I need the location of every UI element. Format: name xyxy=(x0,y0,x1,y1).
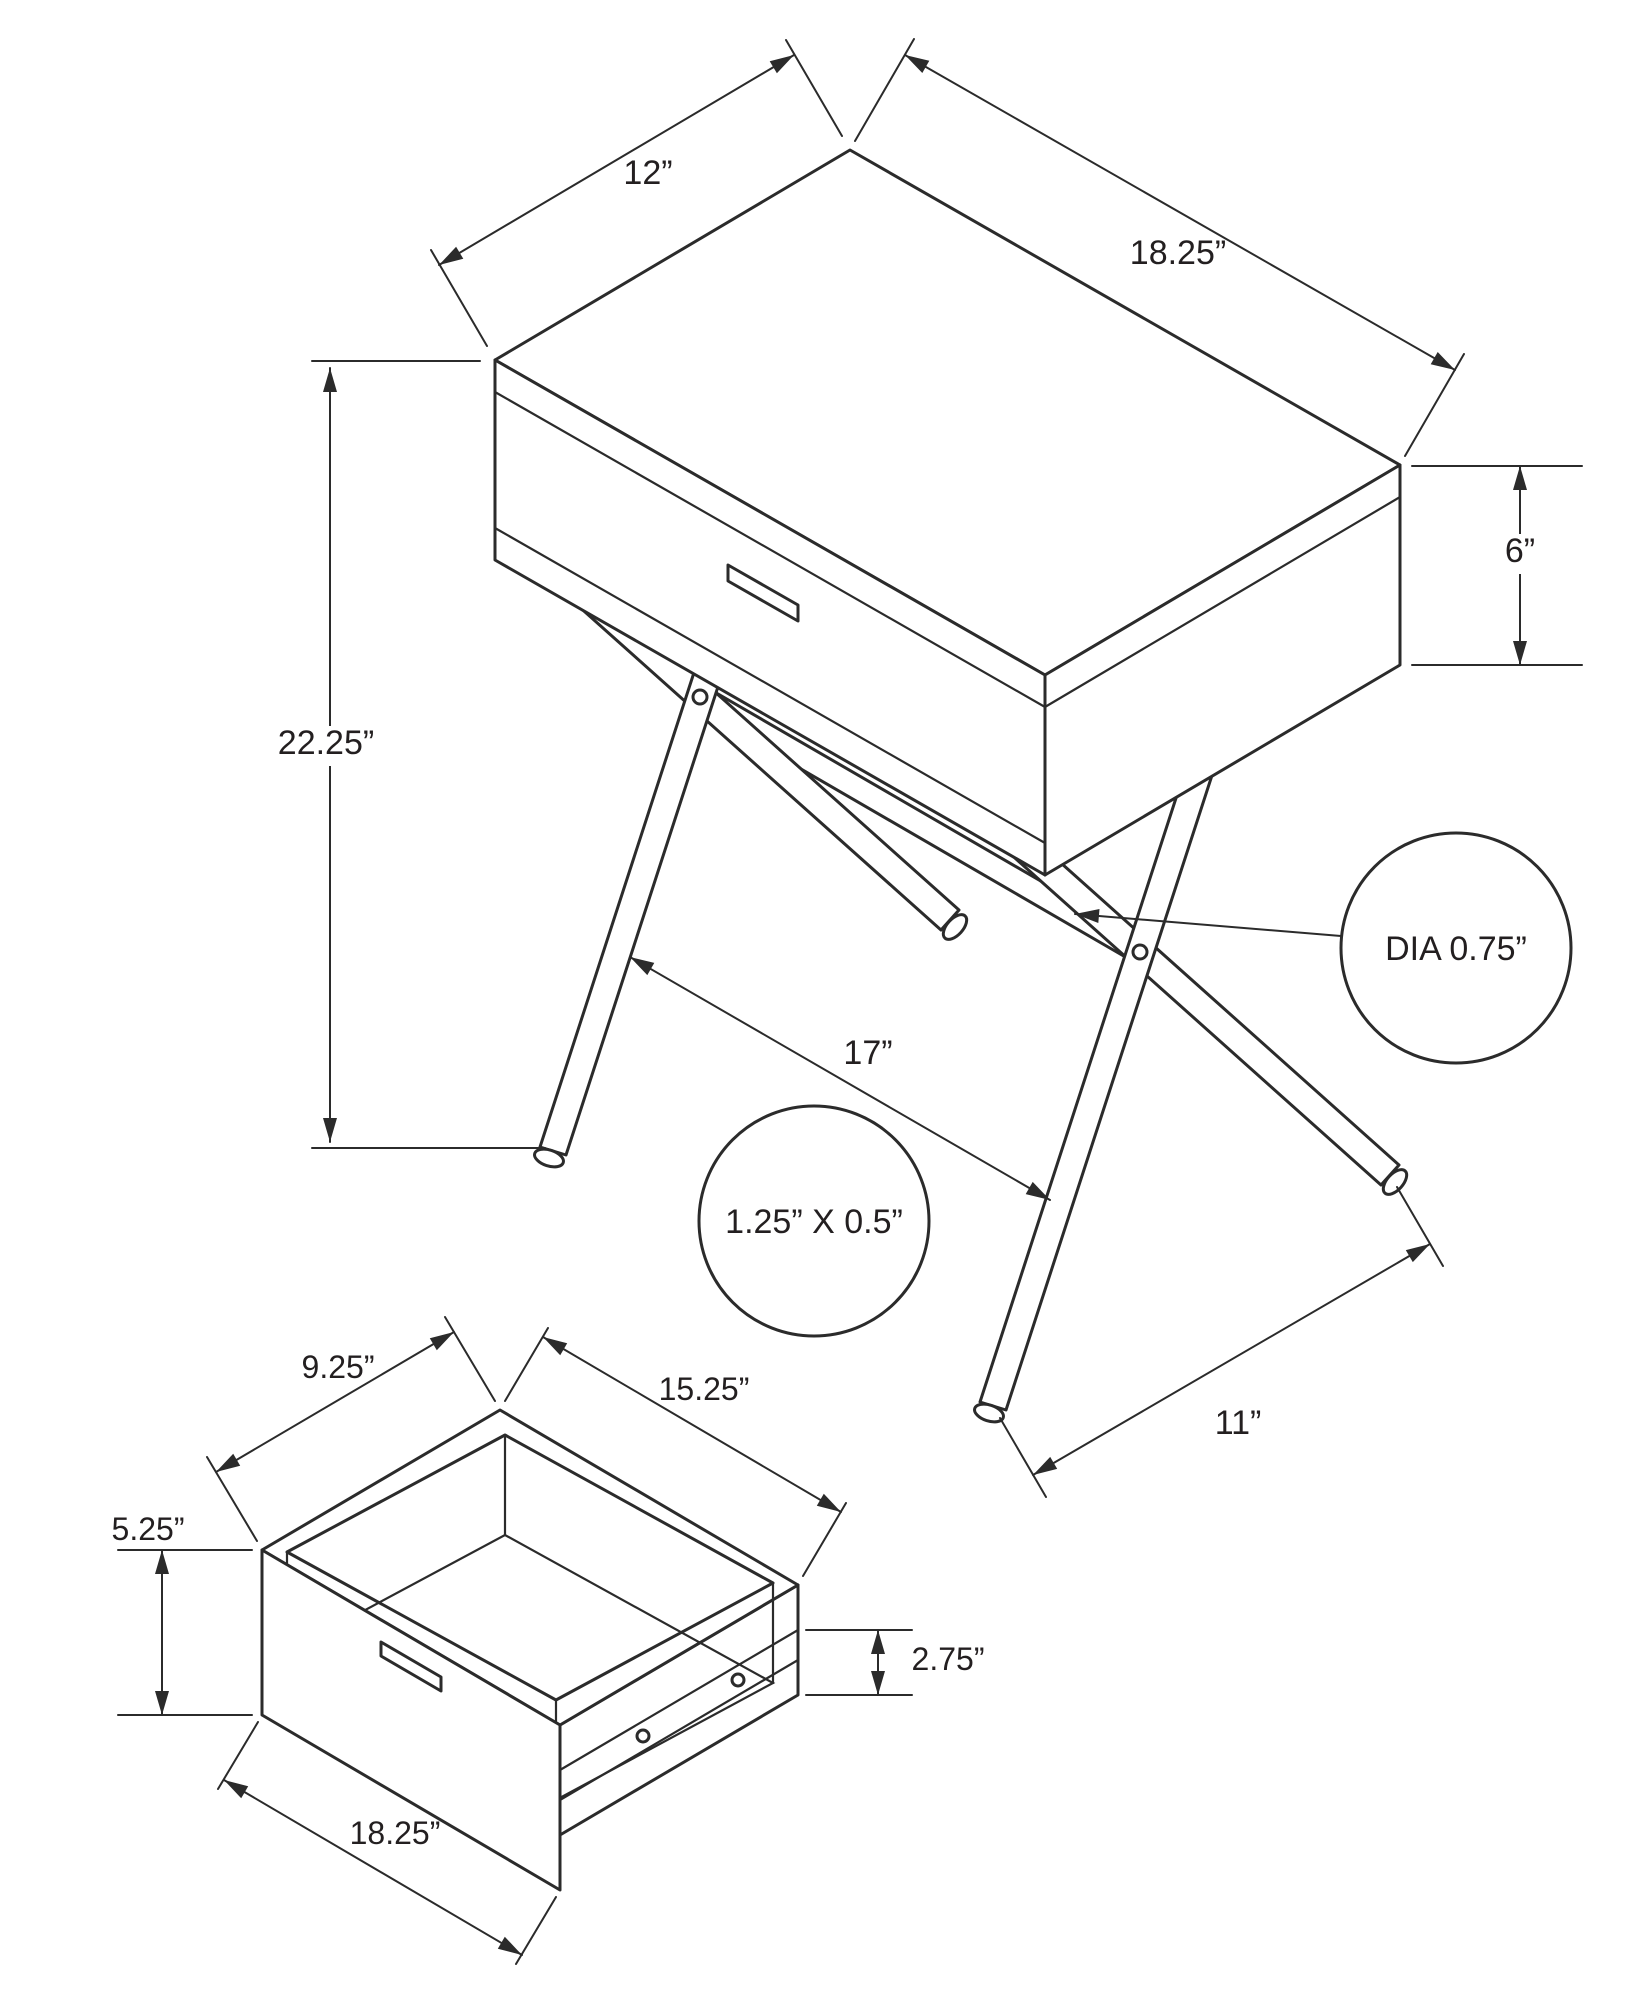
dim-label-leg-spread-front: 17” xyxy=(843,1034,892,1072)
dimension-drawer-height: 6” xyxy=(1411,465,1583,666)
callout-circle-dia xyxy=(1339,831,1573,1065)
dim-label-total-height: 22.25” xyxy=(278,724,374,762)
right-leg-front xyxy=(1004,828,1401,1187)
dimension-width-top: 18.25” xyxy=(854,38,1465,457)
dimension-total-height: 22.25” xyxy=(268,360,546,1149)
drawer-handle-icon xyxy=(726,563,800,623)
leg-bolt-right xyxy=(1131,943,1149,961)
dimension-drawer-outer-width: 18.25” xyxy=(217,1721,557,1965)
top-slab-edge-front xyxy=(493,390,1047,709)
drawer-detail-view xyxy=(260,1408,800,1892)
drawer-rail-screw-2 xyxy=(730,1672,746,1688)
top-slab-edge-right xyxy=(1043,495,1402,709)
dimension-drawer-depth: 9.25” xyxy=(206,1316,496,1542)
drawer-view-dimensions: 9.25” 15.25” 5.25” 2.75” xyxy=(112,1316,985,1965)
drawer-gap-line xyxy=(493,526,1047,845)
leg-bolt-left xyxy=(691,688,709,706)
table-right-face xyxy=(1043,463,1402,877)
dimension-leg-spread-side: 11” xyxy=(999,1186,1444,1498)
foot-back-right xyxy=(1381,1168,1409,1196)
dim-label-leg-tube: 1.25” X 0.5” xyxy=(725,1203,903,1241)
dim-label-drawer-front-height: 5.25” xyxy=(112,1511,185,1547)
dimension-drawer-front-height: 5.25” xyxy=(112,1511,253,1716)
drawer-handle-detail-icon xyxy=(379,1640,443,1693)
callout-leg-tube-size: 1.25” X 0.5” xyxy=(697,1104,931,1338)
dimension-drawer-inner-width: 15.25” xyxy=(504,1327,847,1577)
main-view-dimensions: 12” 18.25” 6” 2 xyxy=(268,38,1583,1498)
dim-label-leg-spread-side: 11” xyxy=(1215,1404,1262,1442)
dimension-leg-spread-front: 17” xyxy=(629,956,1051,1201)
dim-label-depth-top: 12” xyxy=(623,154,672,192)
dim-label-stretcher-diameter: DIA 0.75” xyxy=(1385,930,1527,968)
drawer-rail-line-top xyxy=(558,1628,800,1772)
dim-label-drawer-outer-width: 18.25” xyxy=(350,1815,441,1851)
table-isometric-view xyxy=(493,148,1409,1424)
foot-back-left xyxy=(941,913,969,941)
dim-label-width-top: 18.25” xyxy=(1130,234,1226,272)
callout-circle-tube xyxy=(697,1104,931,1338)
dim-label-drawer-depth: 9.25” xyxy=(302,1349,375,1385)
dimension-depth-top: 12” xyxy=(430,39,843,347)
foot-front-left xyxy=(533,1147,565,1169)
drawer-front-face xyxy=(260,1548,562,1892)
dimension-drawer-side-height: 2.75” xyxy=(805,1629,985,1696)
drawer-rail-screw-1 xyxy=(635,1728,651,1744)
dim-label-drawer-side-height: 2.75” xyxy=(912,1641,985,1677)
dim-label-drawer-height: 6” xyxy=(1505,532,1535,570)
dim-label-drawer-inner-width: 15.25” xyxy=(659,1371,750,1407)
callout-stretcher-diameter: DIA 0.75” xyxy=(1074,831,1573,1065)
foot-front-right xyxy=(973,1402,1005,1424)
